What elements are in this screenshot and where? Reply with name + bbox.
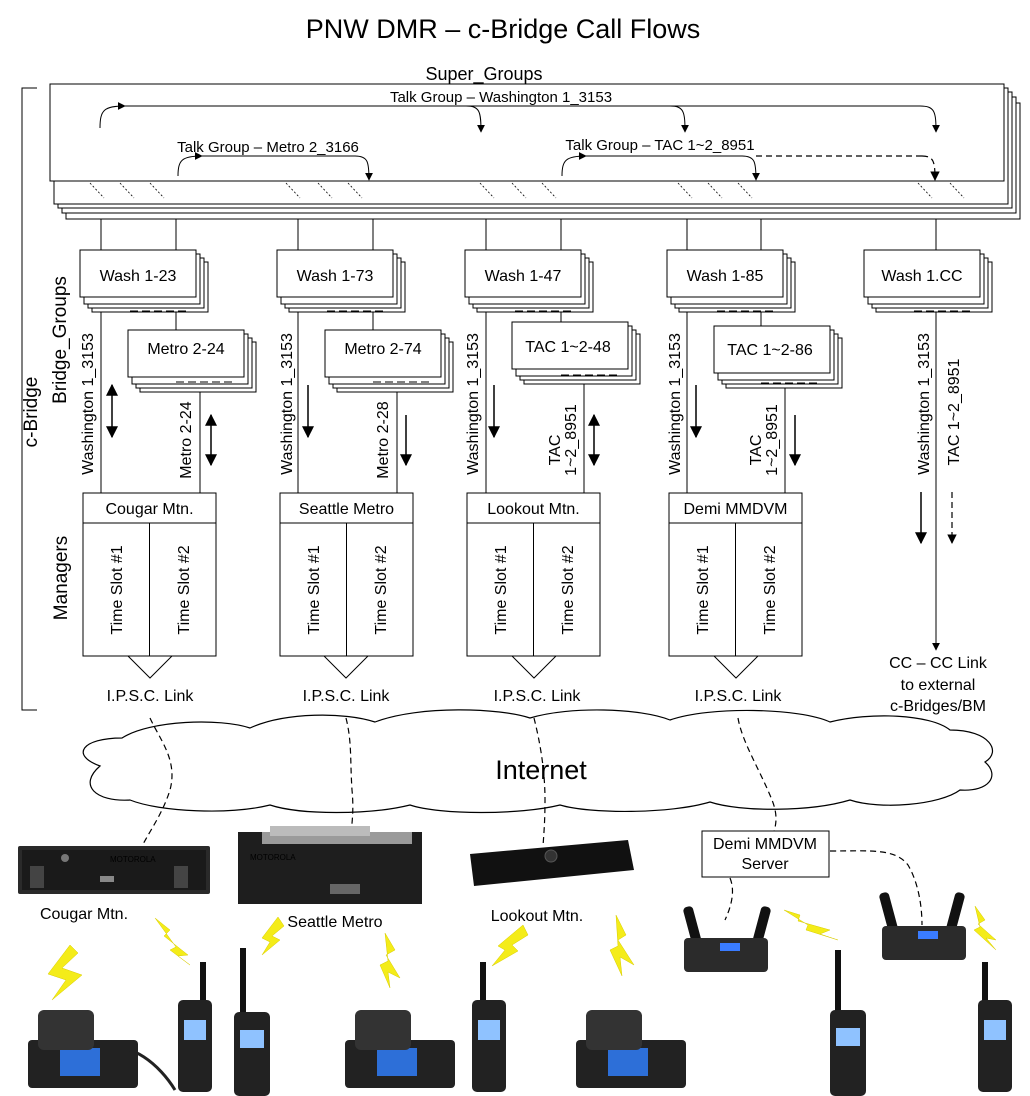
bridge-group-metro-2-74: Metro 2-74 [324,329,454,393]
manager-title: Lookout Mtn. [487,501,580,518]
bridge-group-label: Wash 1-23 [100,268,177,285]
handheld-radio-5-icon [978,962,1012,1092]
time-slot-2: Time Slot #2 [762,545,779,634]
internet-cloud: Internet [82,709,994,814]
manager-title: Demi MMDVM [684,501,788,518]
site-label-lookout: Lookout Mtn. [491,908,584,925]
mobile-radio-3-icon [576,1010,686,1088]
manager-title: Seattle Metro [299,501,394,518]
super-groups-stack: Super_Groups Talk Group – Washington 1_3… [49,64,1021,220]
bridge-group-wash-1-23: Wash 1-23 [79,249,209,313]
bridge-groups-label: Bridge_Groups [50,276,71,404]
handheld-radio-3-icon [472,962,506,1092]
bridge-group-metro-2-24: Metro 2-24 [127,329,257,393]
manager-title: Cougar Mtn. [105,501,193,518]
bridge-group-label: Wash 1.CC [881,268,962,285]
bridge-group-label: Metro 2-24 [147,341,224,358]
handheld-radio-2-icon [234,948,270,1096]
link-label: TAC [547,435,564,466]
cc-link-label: c-Bridges/BM [890,698,986,715]
dashed-network-links [139,717,923,926]
bridge-group-wash-1-85: Wash 1-85 [666,249,796,313]
site-label-seattle: Seattle Metro [287,914,382,931]
mobile-radio-2-icon [345,1010,455,1088]
link-labels: Washington 1_3153 Metro 2-24 Washington … [80,333,963,479]
bridge-group-label: Metro 2-74 [344,341,421,358]
cc-link-label: CC – CC Link [889,655,988,672]
flow-arrows [106,383,957,545]
link-label: Washington 1_3153 [80,333,97,475]
demi-mmdvm-server: Demi MMDVM Server [701,830,830,878]
link-label: Washington 1_3153 [916,333,933,475]
internet-label: Internet [495,755,587,785]
time-slot-2: Time Slot #2 [560,545,577,634]
cc-link: CC – CC Link to external c-Bridges/BM [889,600,988,715]
bridge-group-label: TAC 1~2-86 [727,342,813,359]
time-slot-1: Time Slot #1 [306,545,323,634]
manager-cougar-mtn: Cougar Mtn. Time Slot #1 Time Slot #2 [82,492,217,657]
ipsc-link-label: I.P.S.C. Link [107,688,195,705]
super-to-bridge-lines [100,219,937,330]
talk-group-washington-label: Talk Group – Washington 1_3153 [390,89,612,106]
device-brand: MOTOROLA [250,853,296,862]
c-bridge-bracket: c-Bridge [21,87,42,711]
link-label: Metro 2-24 [178,401,195,478]
manager-seattle-metro: Seattle Metro Time Slot #1 Time Slot #2 [279,492,414,657]
ipsc-link-label: I.P.S.C. Link [494,688,582,705]
hotspot-2-icon [879,892,966,960]
link-label: Metro 2-28 [375,401,392,478]
repeater-lookout-icon [470,840,634,886]
time-slot-2: Time Slot #2 [373,545,390,634]
manager-lookout-mtn: Lookout Mtn. Time Slot #1 Time Slot #2 [466,492,601,657]
link-label: Washington 1_3153 [667,333,684,475]
link-label: Washington 1_3153 [465,333,482,475]
bridge-group-wash-1-cc: Wash 1.CC [863,249,993,313]
time-slot-1: Time Slot #1 [493,545,510,634]
bridge-group-tac-1-2-48: TAC 1~2-48 [511,321,641,385]
server-label: Demi MMDVM [713,836,817,853]
repeater-cougar-icon: MOTOROLA [18,846,210,894]
link-label: TAC [748,435,765,466]
c-bridge-label: c-Bridge [21,377,42,448]
ipsc-link-label: I.P.S.C. Link [695,688,783,705]
link-label: 1~2_8951 [563,404,580,476]
bridge-group-label: TAC 1~2-48 [525,339,611,356]
handheld-radio-1-icon [178,962,212,1092]
mobile-radio-1-icon [28,1010,177,1091]
ipsc-links: I.P.S.C. Link I.P.S.C. Link I.P.S.C. Lin… [107,655,783,705]
site-label-cougar: Cougar Mtn. [40,906,128,923]
talk-group-metro-label: Talk Group – Metro 2_3166 [177,139,359,156]
bridge-group-tac-1-2-86: TAC 1~2-86 [713,325,843,389]
repeater-seattle-icon: MOTOROLA [238,826,422,904]
time-slot-1: Time Slot #1 [695,545,712,634]
managers-label: Managers [51,536,72,621]
cc-link-label: to external [901,677,976,694]
ipsc-link-label: I.P.S.C. Link [303,688,391,705]
handheld-radio-4-icon [830,950,866,1096]
server-label: Server [741,856,789,873]
link-label: 1~2_8951 [764,404,781,476]
bridge-group-wash-1-73: Wash 1-73 [276,249,406,313]
rf-lightning [47,905,997,1001]
time-slot-1: Time Slot #1 [109,545,126,634]
manager-demi-mmdvm: Demi MMDVM Time Slot #1 Time Slot #2 [668,492,803,657]
bridge-group-label: Wash 1-73 [297,268,374,285]
link-label: TAC 1~2_8951 [946,358,963,465]
super-groups-label: Super_Groups [425,64,542,85]
diagram-title: PNW DMR – c-Bridge Call Flows [306,14,701,44]
super-group-hatch [89,182,965,199]
bridge-group-label: Wash 1-47 [485,268,562,285]
time-slot-2: Time Slot #2 [176,545,193,634]
link-label: Washington 1_3153 [279,333,296,475]
hotspot-1-icon [683,906,771,972]
bridge-group-label: Wash 1-85 [687,268,764,285]
bridge-group-wash-1-47: Wash 1-47 [464,249,594,313]
bridge-to-manager-lines [100,312,937,648]
talk-group-tac-label: Talk Group – TAC 1~2_8951 [565,137,754,154]
device-brand: MOTOROLA [110,855,156,864]
